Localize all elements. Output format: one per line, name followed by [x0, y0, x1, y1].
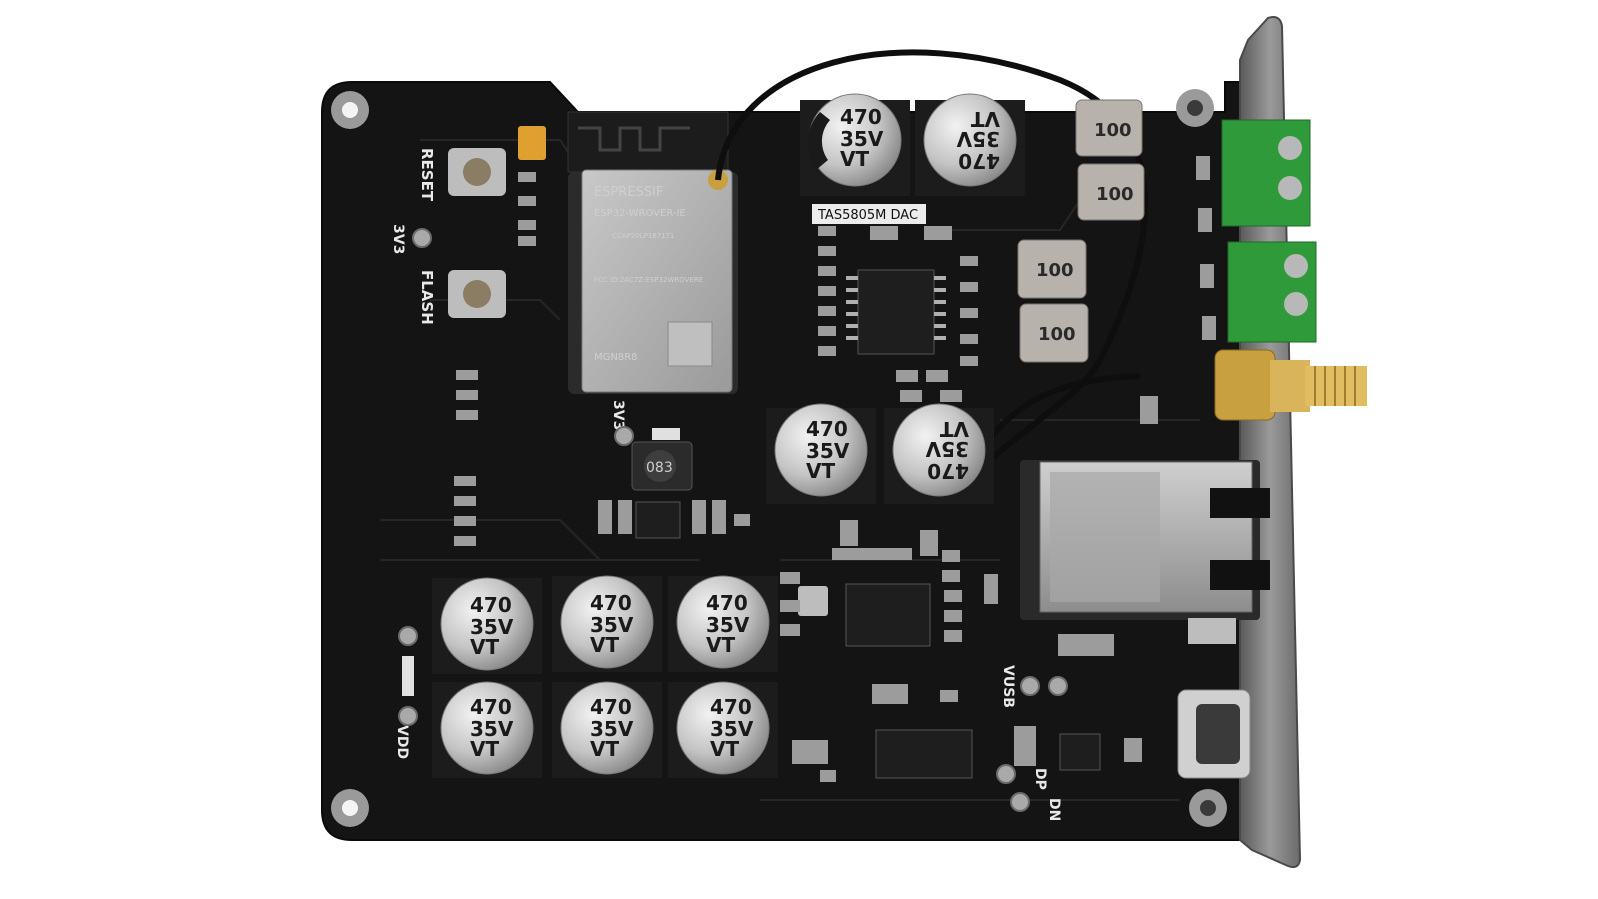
reset-label: RESET — [418, 148, 436, 202]
svg-text:35V: 35V — [840, 127, 884, 151]
svg-text:083: 083 — [646, 460, 673, 476]
svg-text:470: 470 — [806, 417, 848, 441]
smd-passives — [402, 156, 1216, 782]
svg-text:35V: 35V — [590, 613, 634, 637]
mounting-holes — [331, 89, 1227, 827]
test-pads — [398, 228, 1068, 812]
svg-text:35V: 35V — [956, 127, 1000, 151]
svg-text:35V: 35V — [470, 615, 514, 639]
pcb-traces — [380, 139, 1200, 801]
svg-text:470: 470 — [590, 591, 632, 615]
svg-text:VT: VT — [470, 635, 499, 659]
cap-top-1: 470 35V VT — [800, 93, 910, 196]
inductor-3: 100 — [1017, 239, 1087, 299]
flash-button — [448, 270, 506, 318]
svg-text:VT: VT — [940, 417, 969, 441]
reset-button — [448, 148, 506, 196]
buck-inductor: 083 — [631, 441, 693, 491]
screw-terminals — [1221, 119, 1317, 343]
module-line2: FCC ID:2AC7Z-ESP32WROVERE — [594, 276, 703, 284]
inductor-2: 100 — [1077, 163, 1145, 221]
ethernet-jack — [1020, 460, 1270, 644]
dac-label: TAS5805M DAC — [817, 208, 918, 223]
svg-text:470: 470 — [706, 591, 748, 615]
cap-top-2: 470 35V VT — [915, 93, 1025, 196]
inductor-1: 100 — [1075, 99, 1143, 157]
usb-c-connector — [1177, 689, 1251, 779]
svg-text:VT: VT — [710, 737, 739, 761]
svg-text:35V: 35V — [706, 613, 750, 637]
svg-text:VT: VT — [590, 633, 619, 657]
esp32-module: ESPRESSIF ESP32-WROVER-IE CCAP20LP1671T1… — [567, 111, 738, 394]
regulator-ic — [635, 501, 681, 539]
dp-label: DP — [1032, 768, 1048, 790]
svg-text:35V: 35V — [806, 439, 850, 463]
svg-text:470: 470 — [840, 105, 882, 129]
svg-text:35V: 35V — [590, 717, 634, 741]
svg-text:35V: 35V — [470, 717, 514, 741]
svg-text:100: 100 — [1096, 184, 1134, 205]
3v3-left-label: 3V3 — [390, 224, 406, 254]
module-line3: MGN8R8 — [594, 352, 638, 363]
cap-mid-2: 470 35V VT — [884, 403, 994, 504]
svg-text:VT: VT — [806, 459, 835, 483]
module-brand: ESPRESSIF — [594, 185, 663, 200]
svg-text:35V: 35V — [925, 437, 969, 461]
qfp-chip — [845, 583, 931, 647]
svg-text:VT: VT — [840, 147, 869, 171]
svg-text:470: 470 — [927, 459, 969, 483]
small-ic-bottom — [1059, 733, 1101, 771]
inductor-4: 100 — [1019, 303, 1089, 363]
vdd-label: VDD — [394, 725, 410, 759]
sma-connector — [1214, 349, 1367, 421]
dn-label: DN — [1046, 798, 1062, 821]
svg-text:VT: VT — [971, 107, 1000, 131]
svg-text:100: 100 — [1094, 120, 1132, 141]
crystal — [798, 586, 828, 616]
svg-text:VT: VT — [470, 737, 499, 761]
cap-mid-1: 470 35V VT — [766, 403, 876, 504]
inductors: 100 100 100 100 — [1017, 99, 1145, 363]
3v3-mid-label: 3V3 — [610, 400, 626, 430]
svg-text:VT: VT — [590, 737, 619, 761]
svg-text:35V: 35V — [710, 717, 754, 741]
flash-label: FLASH — [418, 270, 436, 325]
vusb-label: VUSB — [1000, 665, 1016, 708]
svg-text:470: 470 — [958, 149, 1000, 173]
svg-text:470: 470 — [590, 695, 632, 719]
metal-bracket — [1239, 16, 1302, 869]
svg-text:470: 470 — [710, 695, 752, 719]
svg-text:100: 100 — [1038, 324, 1076, 345]
tantalum-cap — [518, 126, 546, 160]
svg-text:100: 100 — [1036, 260, 1074, 281]
module-line1: CCAP20LP1671T1 — [612, 232, 674, 240]
svg-text:470: 470 — [470, 593, 512, 617]
dac-label-bg — [812, 204, 926, 224]
svg-text:470: 470 — [470, 695, 512, 719]
module-model: ESP32-WROVER-IE — [594, 208, 686, 219]
soic-chip-bottom — [875, 729, 973, 779]
dac-chip — [846, 269, 946, 355]
svg-text:VT: VT — [706, 633, 735, 657]
